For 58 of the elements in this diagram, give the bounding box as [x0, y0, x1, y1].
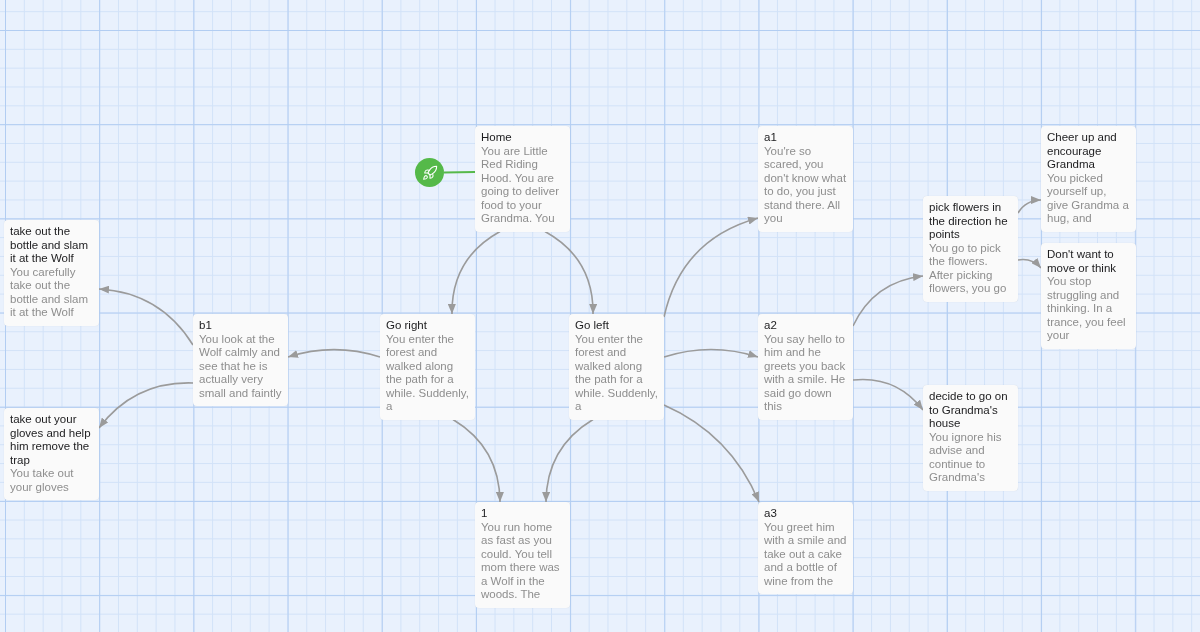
story-card — [475, 502, 570, 608]
arrow — [1017, 258, 1042, 269]
card-title: Go right — [386, 319, 428, 333]
card-title: take out your gloves and help him remove the trap — [10, 413, 92, 467]
arrow — [448, 230, 501, 315]
story-card — [1041, 126, 1136, 232]
arrow — [542, 418, 594, 503]
card-text: You say hello to him and he greets you back with a smile. He said go down this — [764, 332, 847, 414]
story-card — [758, 314, 853, 420]
story-card — [475, 126, 570, 232]
story-card — [193, 314, 288, 406]
arrow — [852, 273, 924, 327]
card-text: You greet him with a smile and take out a cake and a bottle of wine from the — [764, 520, 847, 588]
arrow — [544, 230, 597, 315]
connector-line — [443, 171, 476, 174]
card-title: Cheer up and encourage Grandma — [1047, 131, 1118, 172]
arrow — [452, 418, 504, 503]
card-title: take out the bottle and slam it at the Wolf — [10, 225, 89, 266]
card-text: You enter the forest and walked along the path for a while. Suddenly, a — [386, 332, 469, 414]
story-card — [380, 314, 475, 420]
card-text: You ignore his advise and continue to Grandma's — [929, 430, 1003, 485]
card-text: You're so scared, you don't know what to do, you just stand there. All you — [764, 144, 847, 226]
card-text: You run home as fast as you could. You tell mom there was a Wolf in the woods. The — [481, 520, 561, 602]
story-card — [4, 408, 99, 500]
card-text: You are Little Red Riding Hood. You are going to deliver food to your Grandma. You — [481, 144, 560, 226]
card-text: You take out your gloves — [10, 467, 75, 494]
arrow — [1017, 196, 1042, 214]
card-title: Go left — [575, 319, 610, 333]
card-title: b1 — [199, 319, 213, 333]
arrow — [98, 285, 194, 346]
card-title: Don't want to move or think — [1047, 248, 1118, 275]
card-title: Home — [481, 131, 513, 145]
story-card — [923, 385, 1018, 491]
arrow — [663, 348, 759, 358]
story-card — [569, 314, 664, 420]
card-text: You carefully take out the bottle and slam it at the Wolf — [10, 265, 89, 320]
rocket-icon — [415, 158, 444, 187]
card-text: You picked yourself up, give Grandma a hug, and — [1047, 171, 1130, 226]
card-title: pick flowers in the direction he points — [929, 201, 1009, 242]
story-card — [758, 126, 853, 232]
arrow — [663, 404, 760, 503]
story-card — [4, 220, 99, 326]
card-text: You go to pick the flowers. After picking flowers, you go — [929, 241, 1008, 296]
card-title: a2 — [764, 319, 778, 333]
story-card — [923, 196, 1018, 302]
card-title: 1 — [481, 507, 489, 521]
card-text: You look at the Wolf calmly and see that he is actually very small and faintly — [199, 332, 282, 400]
story-card — [758, 502, 853, 594]
card-text: You enter the forest and walked along the path for a while. Suddenly, a — [575, 332, 658, 414]
story-card — [1041, 243, 1136, 349]
arrow — [98, 382, 194, 429]
arrow — [287, 348, 381, 358]
arrow — [852, 378, 924, 411]
card-text: You stop struggling and thinking. In a trance, you feel your — [1047, 275, 1127, 343]
arrow — [663, 217, 759, 318]
card-title: decide to go on to Grandma's house — [929, 390, 1009, 431]
card-title: a1 — [764, 131, 778, 145]
card-title: a3 — [764, 507, 778, 521]
